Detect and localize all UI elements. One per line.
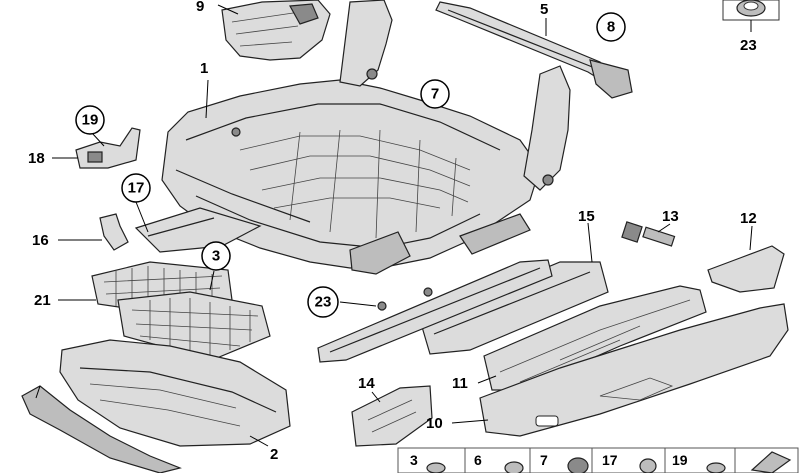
callout-18: 18 <box>28 150 45 167</box>
callout-23-top: 23 <box>740 37 757 54</box>
callout-7: 7 <box>431 86 439 103</box>
callout-14: 14 <box>358 375 375 392</box>
legend-icon-3 <box>426 462 446 473</box>
part-13-bolt <box>621 221 676 247</box>
callout-16: 16 <box>32 232 49 249</box>
legend-icon-wedge <box>750 451 792 473</box>
part-23-nut-box <box>722 0 780 21</box>
callout-19: 19 <box>82 112 99 129</box>
legend-label-19: 19 <box>672 452 688 468</box>
callout-10: 10 <box>426 415 443 432</box>
part-1-seat-frame <box>161 0 571 275</box>
circled-callouts: 8 7 19 17 3 23 <box>75 12 626 318</box>
callout-5: 5 <box>540 1 548 18</box>
part-15-cover <box>419 261 609 355</box>
legend-icon-7 <box>567 457 589 473</box>
legend-icon-17 <box>639 458 657 473</box>
callout-15: 15 <box>578 208 595 225</box>
callout-8: 8 <box>607 19 615 36</box>
callout-9: 9 <box>196 0 204 15</box>
callout-17: 17 <box>128 180 145 197</box>
part-5-rail <box>435 1 633 99</box>
legend-label-6: 6 <box>474 452 482 468</box>
leader-lines <box>35 4 753 447</box>
part-18-bracket <box>75 127 141 169</box>
callout-21: 21 <box>34 292 51 309</box>
lower-trim <box>21 385 182 473</box>
callout-23-circled: 23 <box>315 294 332 311</box>
legend-tray: 3 6 7 17 19 <box>397 447 799 473</box>
legend-label-17: 17 <box>602 452 618 468</box>
legend-icon-6 <box>504 461 524 473</box>
callouts: 9 5 23 1 18 16 21 15 13 12 14 11 10 2 <box>28 0 757 463</box>
callout-2: 2 <box>270 446 278 463</box>
callout-13: 13 <box>662 208 679 225</box>
callout-11: 11 <box>452 375 468 392</box>
part-9-bracket <box>221 0 331 61</box>
part-16-clip <box>99 213 129 251</box>
legend-label-7: 7 <box>540 452 548 468</box>
callout-12: 12 <box>740 210 757 227</box>
part-10-side-cover <box>479 303 789 437</box>
legend-label-3: 3 <box>410 452 418 468</box>
callout-3: 3 <box>212 248 220 265</box>
part-14-module <box>351 385 433 447</box>
part-2-pan <box>59 339 291 447</box>
part-12-cover <box>707 245 785 293</box>
part-17-slide <box>134 207 262 253</box>
seat-rail <box>317 259 553 363</box>
part-3-mat <box>117 291 271 361</box>
callout-1: 1 <box>200 60 208 77</box>
legend-icon-19 <box>706 462 726 473</box>
